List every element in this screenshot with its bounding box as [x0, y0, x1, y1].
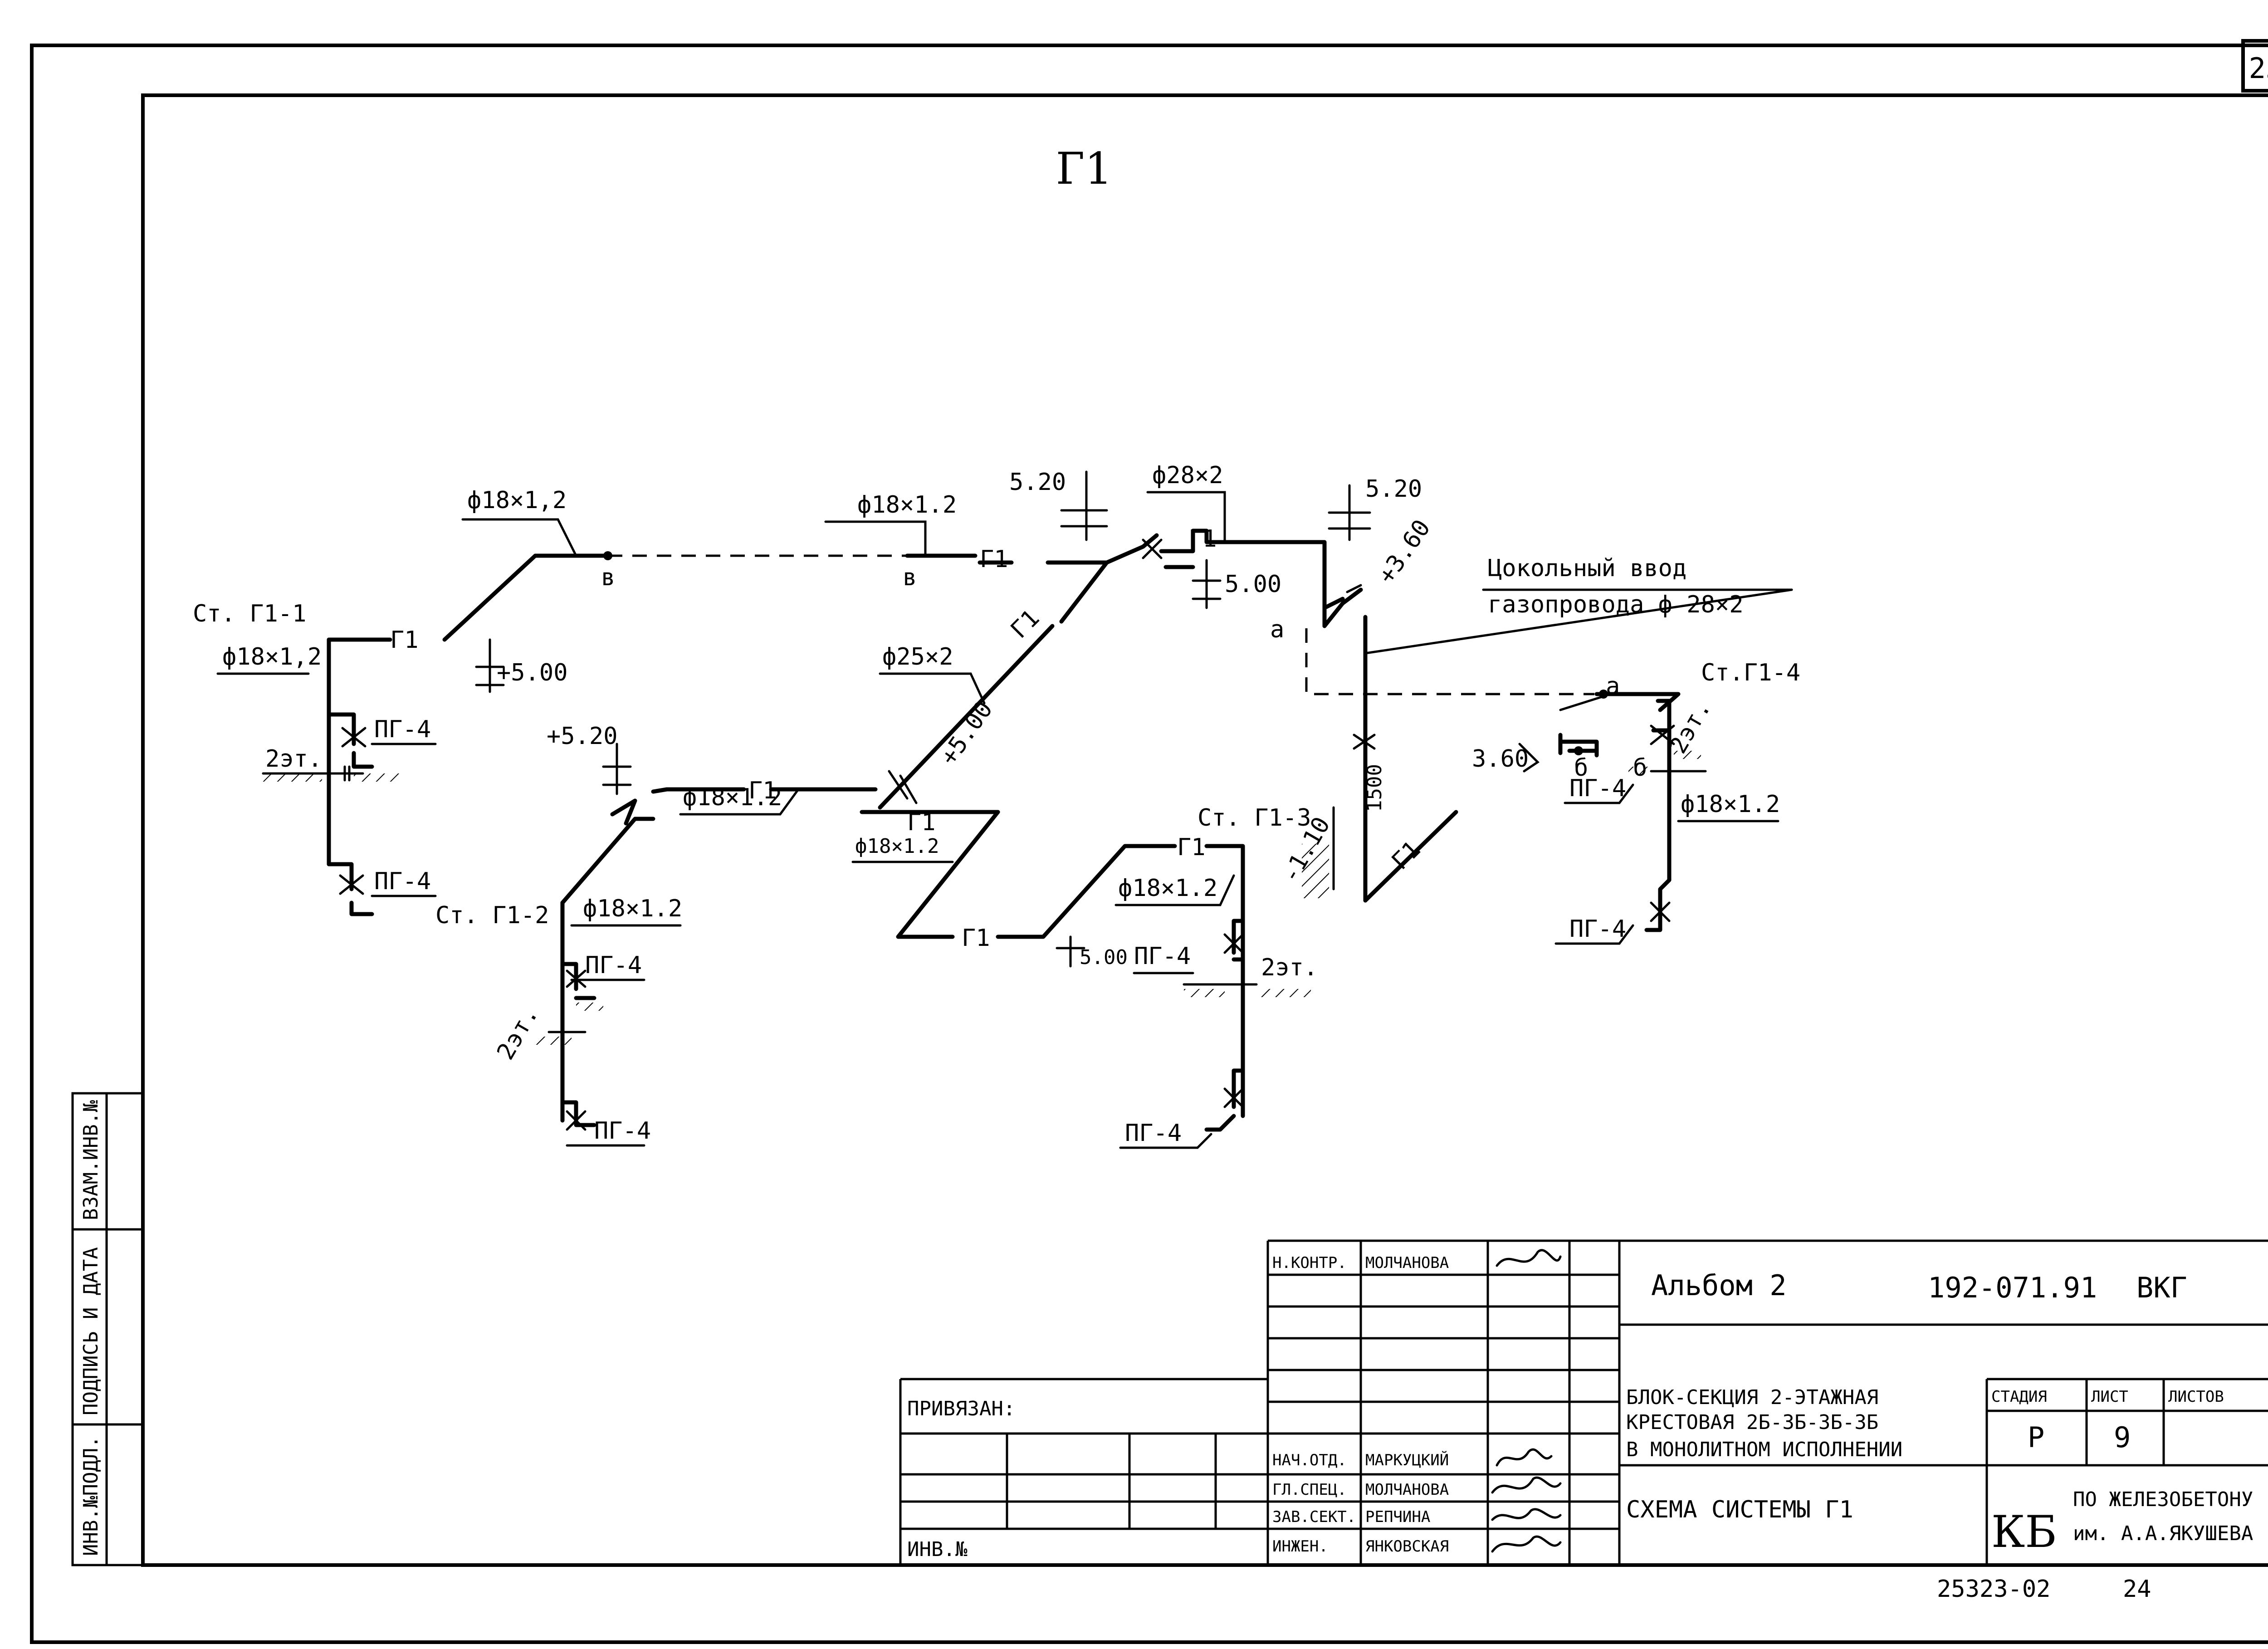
main-line-g1-3	[860, 528, 1327, 1132]
project-code: 192-071.91	[1928, 1271, 2097, 1304]
stove-label: ПГ-4	[585, 952, 642, 979]
elevation-label: 5.00	[1080, 946, 1128, 969]
inv-no-label: ИНВ.№	[907, 1538, 968, 1561]
dimension-label: 1500	[1363, 764, 1386, 812]
entry-note-line2: газопровода ф 28×2	[1488, 591, 1744, 618]
org-line1: ПО ЖЕЛЕЗОБЕТОНУ	[2073, 1488, 2253, 1511]
line-code-label: Г1	[962, 925, 990, 952]
riser-g1-1	[262, 551, 612, 916]
stage-value: Р	[2028, 1421, 2044, 1454]
point-marker: а	[1606, 673, 1620, 700]
pipe-size-label: ф18×1.2	[857, 491, 957, 519]
object-line1: БЛОК-СЕКЦИЯ 2-ЭТАЖНАЯ	[1626, 1386, 1878, 1409]
elevation-label: 5.20	[1009, 469, 1066, 496]
riser-label-g1-4: Ст.Г1-4	[1701, 659, 1800, 686]
tb-role: ИНЖЕН.	[1272, 1537, 1328, 1556]
bottom-number: 24	[2123, 1576, 2151, 1603]
line-code-label: Г1	[907, 809, 936, 836]
floor-label: 2эт.	[492, 1002, 544, 1064]
pipe-size-label: ф18×1.2	[1118, 875, 1217, 902]
corner-sheet-number: 23	[2249, 52, 2268, 85]
tb-role: НАЧ.ОТД.	[1272, 1451, 1347, 1469]
line-code-label: Г1	[390, 626, 419, 654]
stage-label: СТАДИЯ	[1991, 1388, 2047, 1406]
privyazan-label: ПРИВЯЗАН:	[907, 1397, 1015, 1420]
object-line3: В МОНОЛИТНОМ ИСПОЛНЕНИИ	[1626, 1438, 1902, 1461]
point-marker: б	[1574, 754, 1588, 782]
point-marker: в	[601, 564, 615, 591]
tb-role: Н.КОНТР.	[1272, 1254, 1347, 1272]
tb-name: ЯНКОВСКАЯ	[1365, 1537, 1449, 1556]
floor-label: 2эт.	[1261, 954, 1318, 981]
sheet-title: СХЕМА СИСТЕМЫ Г1	[1626, 1496, 1853, 1523]
diagram-text: Ст. Г1-1 Ст. Г1-2 Ст. Г1-3 Ст.Г1-4 ф18×1…	[193, 462, 1800, 1147]
leader-lines	[216, 491, 1793, 1149]
stove-label: ПГ-4	[1134, 943, 1191, 970]
pipe-size-label: ф18×1,2	[222, 643, 322, 670]
point-marker: в	[903, 564, 917, 591]
elevation-label: 5.00	[1225, 571, 1281, 598]
tb-name: РЕПЧИНА	[1365, 1508, 1430, 1526]
line-code-label: Г1	[1387, 836, 1426, 875]
pipe-size-label: ф25×2	[882, 643, 953, 670]
main-title: Г1	[1056, 143, 1113, 194]
stove-label: ПГ-4	[1569, 775, 1626, 802]
side-stamp-vzam: ВЗАМ.ИНВ.№	[79, 1100, 103, 1220]
riser-g1-2	[535, 787, 878, 1131]
tb-role: ГЛ.СПЕЦ.	[1272, 1481, 1347, 1499]
elevation-markers	[475, 470, 1540, 968]
object-line2: КРЕСТОВАЯ 2Б-3Б-3Б-3Б	[1626, 1411, 1878, 1434]
signature-marks	[1491, 1249, 1562, 1553]
riser-label-g1-2: Ст. Г1-2	[435, 902, 549, 929]
tb-name: МАРКУЦКИЙ	[1365, 1451, 1449, 1469]
org-logo: КБ	[1991, 1507, 2057, 1557]
floor-label: 2эт.	[265, 745, 322, 773]
side-stamp-podpis: ПОДПИСЬ И ДАТА	[79, 1247, 103, 1415]
entry-riser	[1302, 584, 1793, 903]
tb-name: МОЛЧАНОВА	[1365, 1254, 1449, 1272]
pipe-size-label: ф18×1,2	[467, 487, 567, 514]
sheet-frame	[30, 39, 2268, 1644]
side-stamp	[71, 1092, 144, 1566]
pipe-size-label: ф18×1.2	[1681, 791, 1780, 818]
elevation-label: +3.60	[1373, 515, 1436, 589]
side-stamp-inv: ИНВ.№ПОДЛ.	[79, 1436, 103, 1556]
elevation-label: +5.00	[497, 659, 568, 686]
tb-name: МОЛЧАНОВА	[1365, 1481, 1449, 1499]
sheet-value: 9	[2114, 1421, 2131, 1454]
riser-label-g1-3: Ст. Г1-3	[1198, 804, 1311, 832]
line-code-label: Г1	[1188, 525, 1217, 553]
elevation-label: 3.60	[1472, 745, 1529, 773]
line-code-label: Г1	[748, 777, 777, 804]
stove-label: ПГ-4	[1125, 1120, 1182, 1147]
sheets-label: ЛИСТОВ	[2168, 1388, 2224, 1406]
point-marker: б	[1633, 754, 1647, 782]
elevation-label: +5.20	[547, 723, 618, 750]
elevation-label: +5.00	[935, 696, 998, 770]
pipe-size-label: ф18×1.2	[683, 784, 782, 811]
line-code-label: Г1	[980, 546, 1008, 573]
stove-label: ПГ-4	[594, 1117, 651, 1145]
dashed-connections	[608, 554, 1594, 695]
sheet-label: ЛИСТ	[2091, 1388, 2128, 1406]
riser-g1-4	[1558, 690, 1707, 932]
pipe-size-label: ф28×2	[1152, 462, 1223, 489]
riser-label-g1-1: Ст. Г1-1	[193, 600, 306, 627]
elevation-label: 5.20	[1365, 475, 1422, 503]
tb-role: ЗАВ.СЕКТ.	[1272, 1508, 1356, 1526]
pipe-size-label: ф18×1.2	[855, 835, 939, 858]
entry-note-line1: Цокольный ввод	[1488, 555, 1686, 582]
document-mark: ВКГ	[2136, 1271, 2187, 1304]
stove-label: ПГ-4	[374, 868, 431, 895]
title-block-grid	[899, 1239, 2268, 1565]
org-line2: им. А.А.ЯКУШЕВА	[2073, 1522, 2253, 1545]
bottom-code: 25323-02	[1937, 1576, 2050, 1603]
point-marker: а	[1270, 616, 1284, 643]
line-code-label: Г1	[1177, 834, 1206, 861]
pipe-size-label: ф18×1.2	[583, 895, 682, 922]
album-label: Альбом 2	[1651, 1269, 1787, 1302]
stove-label: ПГ-4	[1569, 915, 1626, 943]
stove-label: ПГ-4	[374, 716, 431, 743]
